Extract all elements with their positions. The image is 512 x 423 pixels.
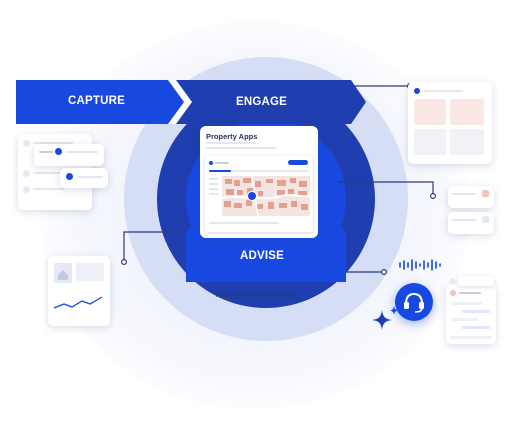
app-footer-line <box>209 222 279 224</box>
app-action-button[interactable] <box>288 160 308 165</box>
chat-bubble <box>462 326 490 329</box>
home-icon <box>54 263 72 283</box>
assistant-button[interactable] <box>395 283 433 321</box>
headset-icon <box>404 292 424 313</box>
lead-card <box>34 144 104 166</box>
panel-title: Property Apps <box>206 132 258 141</box>
user-icon <box>66 173 73 180</box>
caption: Property Market Intelligence <box>215 292 297 299</box>
panel-text-line <box>206 147 276 149</box>
notification-line <box>452 219 476 221</box>
listing-tile[interactable] <box>414 129 446 155</box>
user-icon <box>55 148 62 155</box>
contact-line <box>33 142 73 144</box>
sparkle-icon <box>372 306 398 330</box>
chat-bubble <box>462 310 490 313</box>
user-icon <box>414 88 420 94</box>
thumbnail <box>482 216 489 223</box>
app-sidebar-line <box>209 178 219 180</box>
listing-tile[interactable] <box>450 99 484 125</box>
stage-capture: CAPTURE <box>68 95 125 107</box>
contact-avatar <box>23 140 30 147</box>
notification-line <box>452 193 476 195</box>
contact-line <box>33 188 65 190</box>
map-pin-icon[interactable] <box>247 191 257 201</box>
app-sidebar-line <box>209 188 219 190</box>
panel-text-line <box>206 142 256 144</box>
lead-line <box>39 151 53 153</box>
soundwave-icon <box>399 259 441 271</box>
thumbnail <box>482 190 489 197</box>
photo-placeholder <box>76 263 104 281</box>
engage-line <box>423 90 463 92</box>
capture-engage-ribbon <box>16 80 366 124</box>
contact-avatar <box>23 170 30 177</box>
lead-line <box>66 151 98 153</box>
stage-advise: ADVISE <box>240 250 285 262</box>
contact-line <box>33 172 61 174</box>
app-active-tab[interactable] <box>209 170 231 172</box>
chat-input[interactable] <box>450 336 492 339</box>
lead-line <box>77 176 103 178</box>
app-sidebar-line <box>209 183 219 185</box>
chat-bubble <box>452 302 482 305</box>
stage-engage: ENGAGE <box>236 96 288 108</box>
listing-tile[interactable] <box>414 99 446 125</box>
user-icon <box>449 278 456 285</box>
lead-card <box>60 168 108 188</box>
chat-name-line <box>459 292 481 294</box>
listing-tile[interactable] <box>450 129 484 155</box>
app-logo-dot <box>209 161 213 165</box>
app-tab-strip <box>209 170 309 172</box>
app-sidebar-line <box>209 193 219 195</box>
app-logo-text <box>215 162 229 164</box>
property-map <box>222 176 310 216</box>
chat-avatar <box>450 290 456 296</box>
chat-bubble <box>452 318 478 321</box>
contact-avatar <box>23 186 30 193</box>
chat-header-bubble <box>458 276 494 286</box>
trend-line <box>54 296 103 309</box>
